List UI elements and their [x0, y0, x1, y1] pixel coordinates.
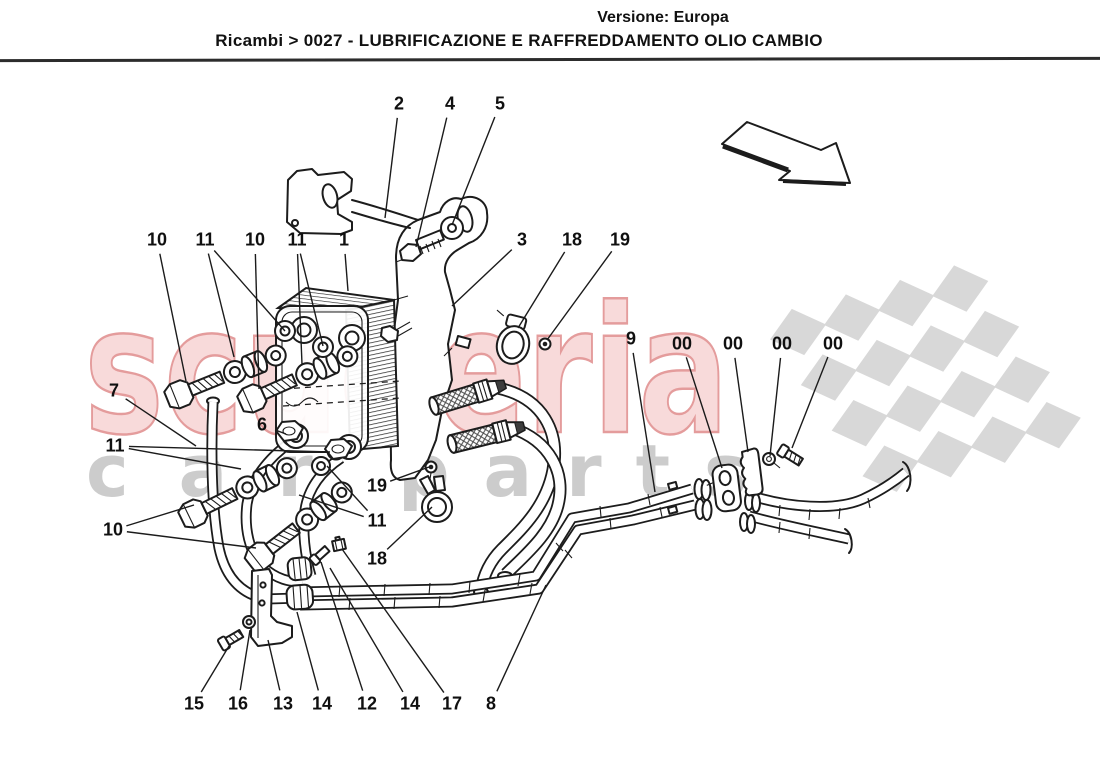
part-callout-00: 00 [722, 333, 744, 354]
part-callout-7: 7 [108, 380, 120, 401]
part-callout-10: 10 [102, 519, 124, 540]
part-callout-9: 9 [625, 328, 637, 349]
part-callout-14: 14 [311, 693, 333, 714]
part-callout-13: 13 [272, 693, 294, 714]
part-callout-18: 18 [366, 548, 388, 569]
part-callout-4: 4 [444, 93, 456, 114]
part-callout-2: 2 [393, 93, 405, 114]
part-callout-19: 19 [366, 475, 388, 496]
part-callout-10: 10 [244, 229, 266, 250]
oil-cooler [275, 286, 413, 460]
part-callout-15: 15 [183, 693, 205, 714]
pipe-unions [275, 420, 353, 460]
part-callout-14: 14 [399, 693, 421, 714]
part-callout-19: 19 [609, 229, 631, 250]
part-callout-11: 11 [367, 510, 387, 531]
page-title: Ricambi > 0027 - LUBRIFICAZIONE E RAFFRE… [215, 31, 823, 50]
part-callout-00: 00 [671, 333, 693, 354]
bottom-bracket [216, 535, 347, 652]
bracket-bolt-washer [399, 216, 464, 262]
part-callout-1: 1 [338, 229, 350, 250]
version-label: Versione: Europa [597, 9, 729, 26]
part-callout-8: 8 [485, 693, 497, 714]
part-callout-11: 11 [105, 435, 125, 456]
part-callout-00: 00 [822, 333, 844, 354]
part-callout-3: 3 [516, 229, 528, 250]
pipe-mount-block [706, 443, 804, 513]
part-callout-5: 5 [494, 93, 506, 114]
part-callout-00: 00 [771, 333, 793, 354]
part-callout-17: 17 [441, 693, 463, 714]
part-callout-6: 6 [256, 414, 268, 435]
part-callout-11: 11 [287, 229, 307, 250]
direction-arrow [721, 121, 851, 186]
part-callout-12: 12 [356, 693, 378, 714]
hose-clamps [419, 309, 552, 523]
gearbox-oil-pipes [299, 461, 912, 611]
part-callout-11: 11 [195, 229, 215, 250]
part-callout-10: 10 [146, 229, 168, 250]
flexible-hoses [473, 381, 567, 597]
part-callout-18: 18 [561, 229, 583, 250]
part-callout-16: 16 [227, 693, 249, 714]
